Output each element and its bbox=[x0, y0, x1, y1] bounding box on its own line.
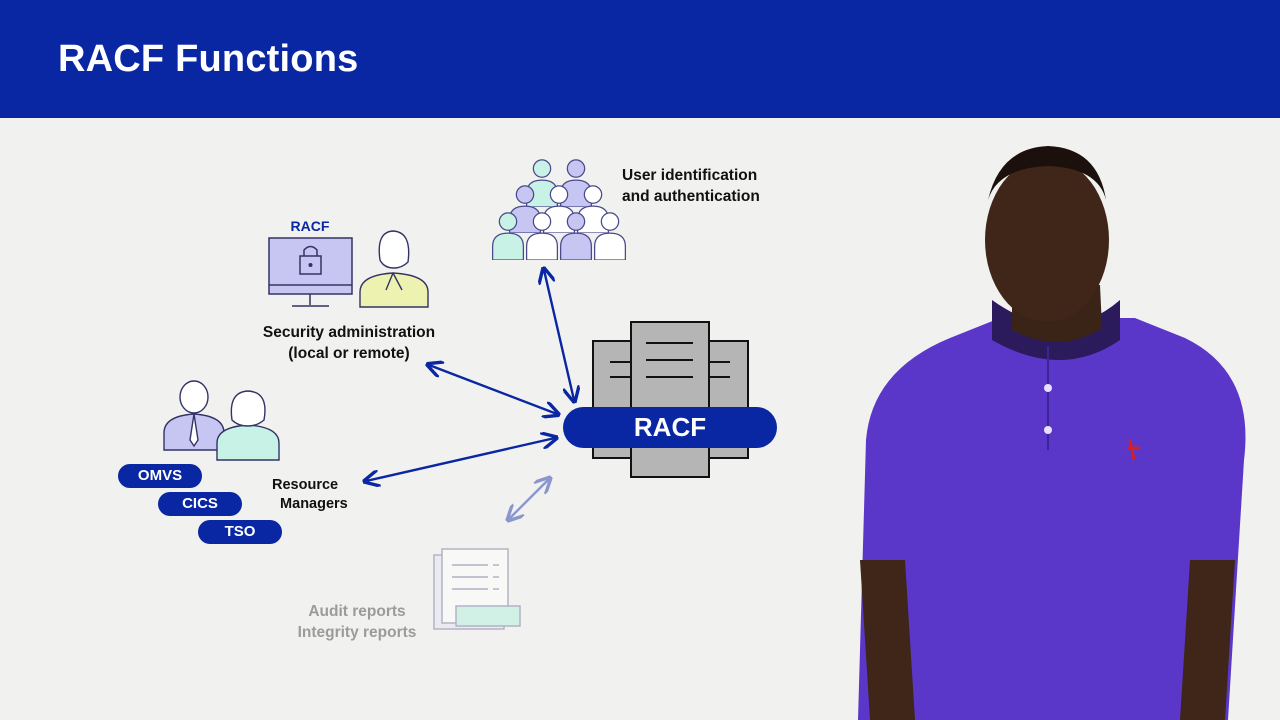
manager-people-icon bbox=[163, 380, 280, 461]
user-identification-label: User identification and authentication bbox=[622, 167, 760, 205]
resource-managers-label: Resource Managers bbox=[272, 477, 348, 512]
omvs-badge: OMVS bbox=[118, 464, 202, 488]
users-crowd-icon bbox=[491, 159, 627, 260]
presenter-figure bbox=[858, 146, 1246, 720]
racf-center-badge: RACF bbox=[563, 407, 777, 448]
monitor-lock-icon bbox=[268, 237, 353, 307]
server-icon bbox=[592, 321, 749, 478]
tso-badge: TSO bbox=[198, 520, 282, 544]
audit-reports-label: Audit reports Integrity reports bbox=[297, 603, 417, 641]
security-admin-label: Security administration (local or remote… bbox=[262, 324, 436, 362]
admin-person-icon bbox=[359, 230, 429, 308]
cics-badge: CICS bbox=[158, 492, 242, 516]
audit-report-icon bbox=[433, 548, 521, 630]
slide-title: RACF Functions bbox=[58, 38, 359, 80]
slide-header: RACF Functions bbox=[0, 0, 1280, 118]
audit-arrow bbox=[509, 479, 549, 519]
monitor-racf-label: RACF bbox=[290, 218, 330, 234]
connector-arrows bbox=[366, 270, 574, 481]
